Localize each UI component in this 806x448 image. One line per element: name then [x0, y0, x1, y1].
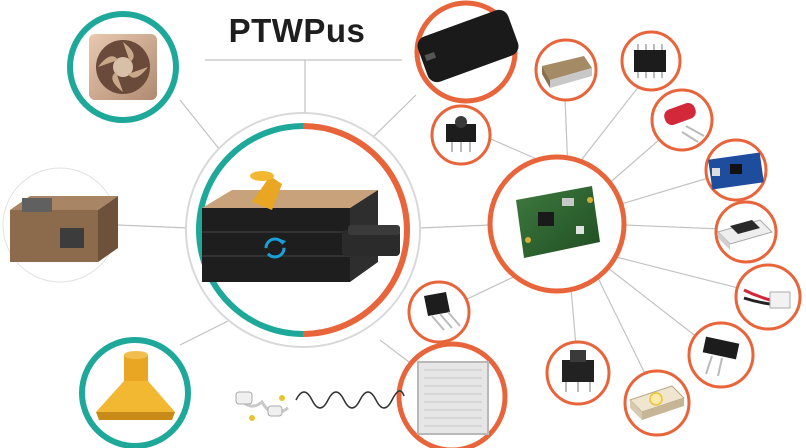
fan-icon	[89, 34, 157, 100]
capacitor-node	[534, 38, 598, 102]
sensor-cable-node	[235, 390, 405, 421]
funnel-icon	[96, 351, 175, 420]
diagram-title: PTWPus	[228, 12, 366, 49]
to92-transistor-icon	[424, 292, 461, 331]
fan-node	[67, 11, 179, 123]
enclosure-icon	[10, 196, 118, 262]
hub-teal-arc	[196, 123, 304, 337]
line-enclosure	[117, 224, 189, 229]
hub-orange-arc	[302, 123, 410, 337]
push-button-node	[545, 340, 611, 406]
resistor-smd-node	[714, 200, 778, 264]
filter-icon	[417, 361, 489, 435]
line-funnel	[179, 319, 231, 346]
pressure-sensor-icon	[446, 116, 476, 152]
power-transistor-node	[687, 321, 755, 389]
jst-connector-icon	[743, 288, 791, 309]
wavy-cable	[295, 390, 405, 409]
power-transistor-icon	[702, 336, 740, 377]
cable-sensors-icon	[235, 391, 289, 421]
smd-led-icon	[629, 385, 685, 420]
battery-icon	[417, 9, 519, 83]
funnel-node	[79, 337, 191, 448]
enclosure-node	[2, 167, 118, 283]
push-button-icon	[562, 350, 594, 392]
pressure-sensor-node	[430, 104, 492, 166]
device-body	[202, 171, 400, 282]
microcontroller-board-icon	[708, 152, 764, 190]
ic-chip-node	[620, 30, 682, 92]
electrolytic-capacitor-node	[650, 88, 714, 152]
main-device-node	[185, 112, 421, 348]
smd-resistor-icon	[717, 219, 773, 250]
sync-logo-icon	[264, 237, 286, 259]
pcb-icon	[516, 186, 600, 258]
transistor-to92-node	[407, 280, 471, 344]
ic-chip-icon	[634, 44, 666, 78]
led-node	[623, 369, 691, 437]
microcontroller-board-node	[704, 138, 768, 202]
line-hub-pcb	[419, 224, 491, 229]
jst-connector-node	[734, 263, 802, 331]
filter-node	[396, 341, 508, 448]
pcb-node	[487, 154, 627, 294]
battery-node	[414, 0, 519, 104]
electrolytic-capacitor-icon	[664, 102, 705, 143]
capacitor-icon	[542, 56, 592, 88]
